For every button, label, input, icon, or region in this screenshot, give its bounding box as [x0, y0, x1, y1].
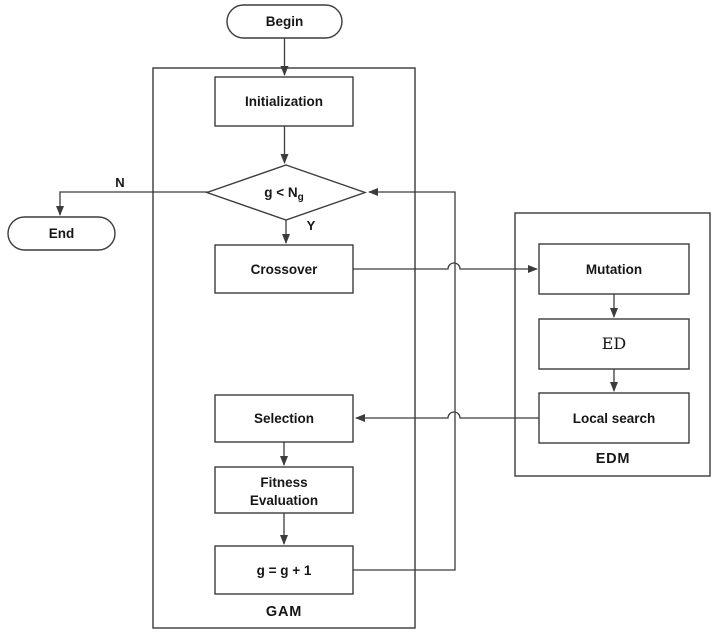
node-decision-generation: g < Ng: [204, 164, 368, 221]
node-begin: Begin: [226, 4, 343, 39]
begin-label: Begin: [266, 14, 304, 29]
arrow-decision-to-end: [56, 191, 208, 216]
ed-shape: [538, 318, 690, 370]
generation-increment-shape: [214, 545, 354, 595]
edm-container: [514, 212, 711, 477]
node-end: End: [7, 216, 116, 251]
initialization-shape: [214, 76, 354, 127]
node-ed: ED: [538, 318, 690, 370]
crossover-shape: [214, 244, 354, 294]
crossover-label: Crossover: [251, 262, 319, 277]
arrow-crossover-to-mutation: [353, 262, 538, 273]
arrow-local-search-to-selection: [355, 411, 539, 422]
selection-label: Selection: [254, 411, 314, 426]
decision-shape: [204, 164, 368, 221]
mutation-label: Mutation: [586, 262, 642, 277]
local-search-shape: [538, 392, 690, 444]
edm-container-label: EDM: [596, 451, 631, 467]
initialization-label: Initialization: [245, 94, 323, 109]
gam-container-label: GAM: [266, 604, 302, 620]
fitness-evaluation-shape: [214, 466, 354, 514]
begin-shape: [226, 4, 343, 39]
node-selection: Selection: [214, 394, 354, 443]
decision-label: g < Ng: [264, 185, 304, 203]
end-label: End: [49, 226, 75, 241]
branch-label-no: N: [115, 175, 124, 190]
node-initialization: Initialization: [214, 76, 354, 127]
node-crossover: Crossover: [214, 244, 354, 294]
ed-label: ED: [602, 334, 627, 353]
node-local-search: Local search: [538, 392, 690, 444]
local-search-label: Local search: [573, 411, 656, 426]
node-generation-increment: g = g + 1: [214, 545, 354, 595]
node-mutation: Mutation: [538, 243, 690, 295]
mutation-shape: [538, 243, 690, 295]
generation-increment-label: g = g + 1: [257, 563, 312, 578]
end-shape: [7, 216, 116, 251]
selection-shape: [214, 394, 354, 443]
branch-label-yes: Y: [307, 218, 316, 233]
arrow-increment-loop-to-decision: [353, 188, 456, 571]
